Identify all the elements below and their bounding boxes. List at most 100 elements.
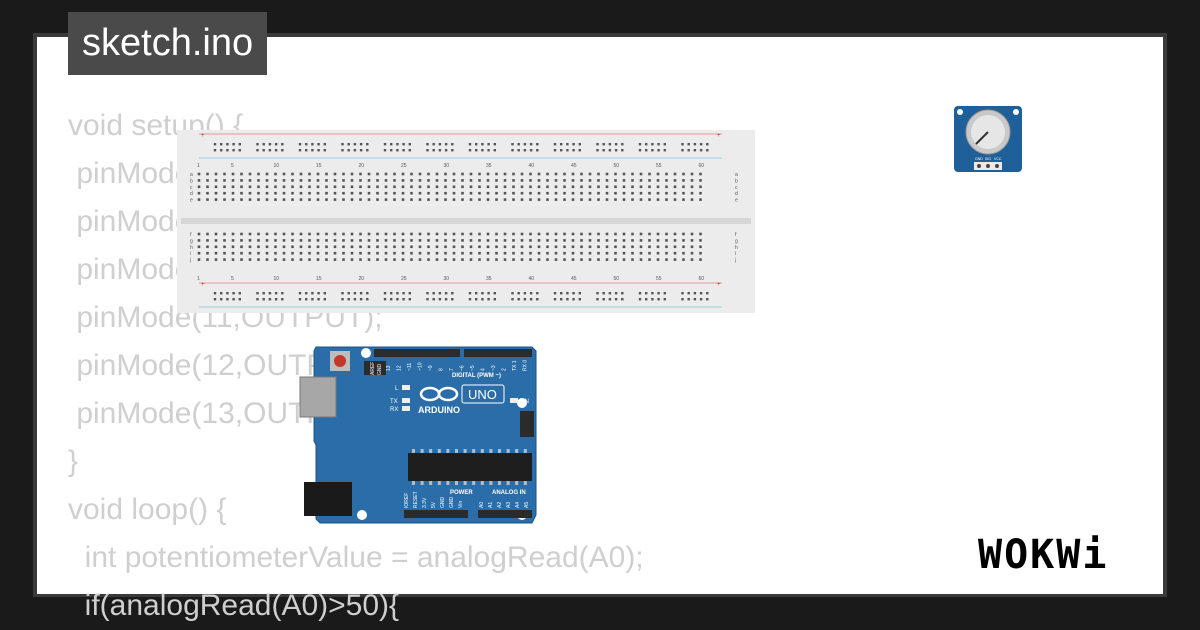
- breadboard-hole[interactable]: [427, 172, 430, 176]
- breadboard-hole[interactable]: [359, 245, 362, 249]
- rail-hole[interactable]: [408, 292, 411, 295]
- breadboard-hole[interactable]: [537, 251, 541, 255]
- breadboard-hole[interactable]: [588, 239, 592, 242]
- breadboard-hole[interactable]: [520, 179, 524, 182]
- breadboard-hole[interactable]: [333, 191, 337, 195]
- rail-hole[interactable]: [638, 149, 642, 152]
- breadboard-hole[interactable]: [656, 232, 660, 236]
- breadboard-hole[interactable]: [376, 198, 379, 201]
- breadboard-hole[interactable]: [588, 191, 592, 195]
- breadboard-hole[interactable]: [537, 245, 541, 249]
- breadboard-hole[interactable]: [673, 198, 677, 201]
- rail-hole[interactable]: [408, 149, 411, 152]
- rail-hole[interactable]: [468, 298, 472, 301]
- breadboard-hole[interactable]: [520, 232, 524, 236]
- breadboard-hole[interactable]: [282, 191, 286, 195]
- breadboard-hole[interactable]: [231, 198, 235, 201]
- breadboard-hole[interactable]: [520, 198, 524, 201]
- breadboard-hole[interactable]: [622, 258, 626, 261]
- rail-hole[interactable]: [475, 292, 478, 295]
- breadboard-hole[interactable]: [631, 172, 634, 176]
- breadboard-hole[interactable]: [461, 245, 464, 249]
- breadboard-hole[interactable]: [597, 239, 600, 242]
- breadboard-hole[interactable]: [614, 179, 617, 182]
- rail-hole[interactable]: [572, 292, 575, 295]
- breadboard-hole[interactable]: [554, 179, 558, 182]
- breadboard-hole[interactable]: [257, 179, 260, 182]
- rail-hole[interactable]: [341, 292, 344, 295]
- breadboard-hole[interactable]: [435, 232, 439, 236]
- breadboard-hole[interactable]: [325, 191, 328, 195]
- breadboard-hole[interactable]: [631, 258, 634, 261]
- breadboard-hole[interactable]: [495, 245, 498, 249]
- breadboard-hole[interactable]: [384, 198, 388, 201]
- rail-hole[interactable]: [383, 143, 387, 146]
- breadboard-hole[interactable]: [639, 245, 643, 249]
- breadboard-hole[interactable]: [248, 172, 252, 176]
- rail-hole[interactable]: [468, 143, 472, 146]
- breadboard-hole[interactable]: [631, 251, 634, 255]
- breadboard-hole[interactable]: [699, 185, 702, 189]
- breadboard-hole[interactable]: [342, 185, 345, 189]
- breadboard-hole[interactable]: [699, 198, 702, 201]
- breadboard-hole[interactable]: [673, 232, 677, 236]
- rail-hole[interactable]: [487, 292, 490, 295]
- breadboard-hole[interactable]: [461, 191, 464, 195]
- breadboard-hole[interactable]: [452, 258, 456, 261]
- breadboard-hole[interactable]: [342, 245, 345, 249]
- breadboard-hole[interactable]: [367, 179, 371, 182]
- rail-hole[interactable]: [657, 292, 660, 295]
- breadboard-hole[interactable]: [673, 239, 677, 242]
- breadboard-hole[interactable]: [214, 258, 218, 261]
- rail-hole[interactable]: [323, 298, 326, 301]
- rail-hole[interactable]: [298, 292, 302, 295]
- breadboard-hole[interactable]: [512, 198, 515, 201]
- breadboard-hole[interactable]: [393, 239, 396, 242]
- breadboard-hole[interactable]: [673, 179, 677, 182]
- breadboard-hole[interactable]: [265, 232, 269, 236]
- breadboard-hole[interactable]: [248, 258, 252, 261]
- breadboard-hole[interactable]: [597, 258, 600, 261]
- breadboard-hole[interactable]: [469, 239, 473, 242]
- rail-hole[interactable]: [353, 298, 357, 301]
- breadboard-hole[interactable]: [503, 172, 507, 176]
- breadboard-hole[interactable]: [231, 258, 235, 261]
- rail-hole[interactable]: [645, 298, 648, 301]
- rail-hole[interactable]: [487, 298, 490, 301]
- rail-hole[interactable]: [232, 149, 235, 152]
- breadboard-hole[interactable]: [512, 185, 515, 189]
- rail-hole[interactable]: [341, 143, 344, 146]
- breadboard-hole[interactable]: [588, 258, 592, 261]
- rail-hole[interactable]: [347, 298, 350, 301]
- rail-hole[interactable]: [560, 298, 563, 301]
- breadboard-hole[interactable]: [240, 239, 243, 242]
- breadboard-hole[interactable]: [248, 245, 252, 249]
- breadboard-hole[interactable]: [274, 251, 277, 255]
- rail-hole[interactable]: [366, 149, 369, 152]
- breadboard-hole[interactable]: [274, 185, 277, 189]
- breadboard-hole[interactable]: [197, 258, 201, 261]
- breadboard-hole[interactable]: [452, 232, 456, 236]
- breadboard-hole[interactable]: [291, 251, 294, 255]
- breadboard-hole[interactable]: [546, 185, 549, 189]
- breadboard-hole[interactable]: [325, 185, 328, 189]
- breadboard-hole[interactable]: [333, 179, 337, 182]
- breadboard-hole[interactable]: [384, 179, 388, 182]
- rail-hole[interactable]: [493, 298, 496, 301]
- rail-hole[interactable]: [572, 143, 575, 146]
- breadboard-hole[interactable]: [503, 239, 507, 242]
- breadboard-hole[interactable]: [520, 251, 524, 255]
- breadboard-hole[interactable]: [265, 251, 269, 255]
- breadboard-hole[interactable]: [282, 185, 286, 189]
- breadboard-hole[interactable]: [682, 245, 685, 249]
- rail-hole[interactable]: [517, 143, 520, 146]
- breadboard-hole[interactable]: [359, 239, 362, 242]
- rail-hole[interactable]: [638, 298, 642, 301]
- breadboard-hole[interactable]: [393, 172, 396, 176]
- breadboard-hole[interactable]: [520, 172, 524, 176]
- breadboard-hole[interactable]: [214, 245, 218, 249]
- breadboard-hole[interactable]: [248, 251, 252, 255]
- breadboard-hole[interactable]: [308, 232, 311, 236]
- breadboard-hole[interactable]: [614, 245, 617, 249]
- breadboard-hole[interactable]: [563, 198, 566, 201]
